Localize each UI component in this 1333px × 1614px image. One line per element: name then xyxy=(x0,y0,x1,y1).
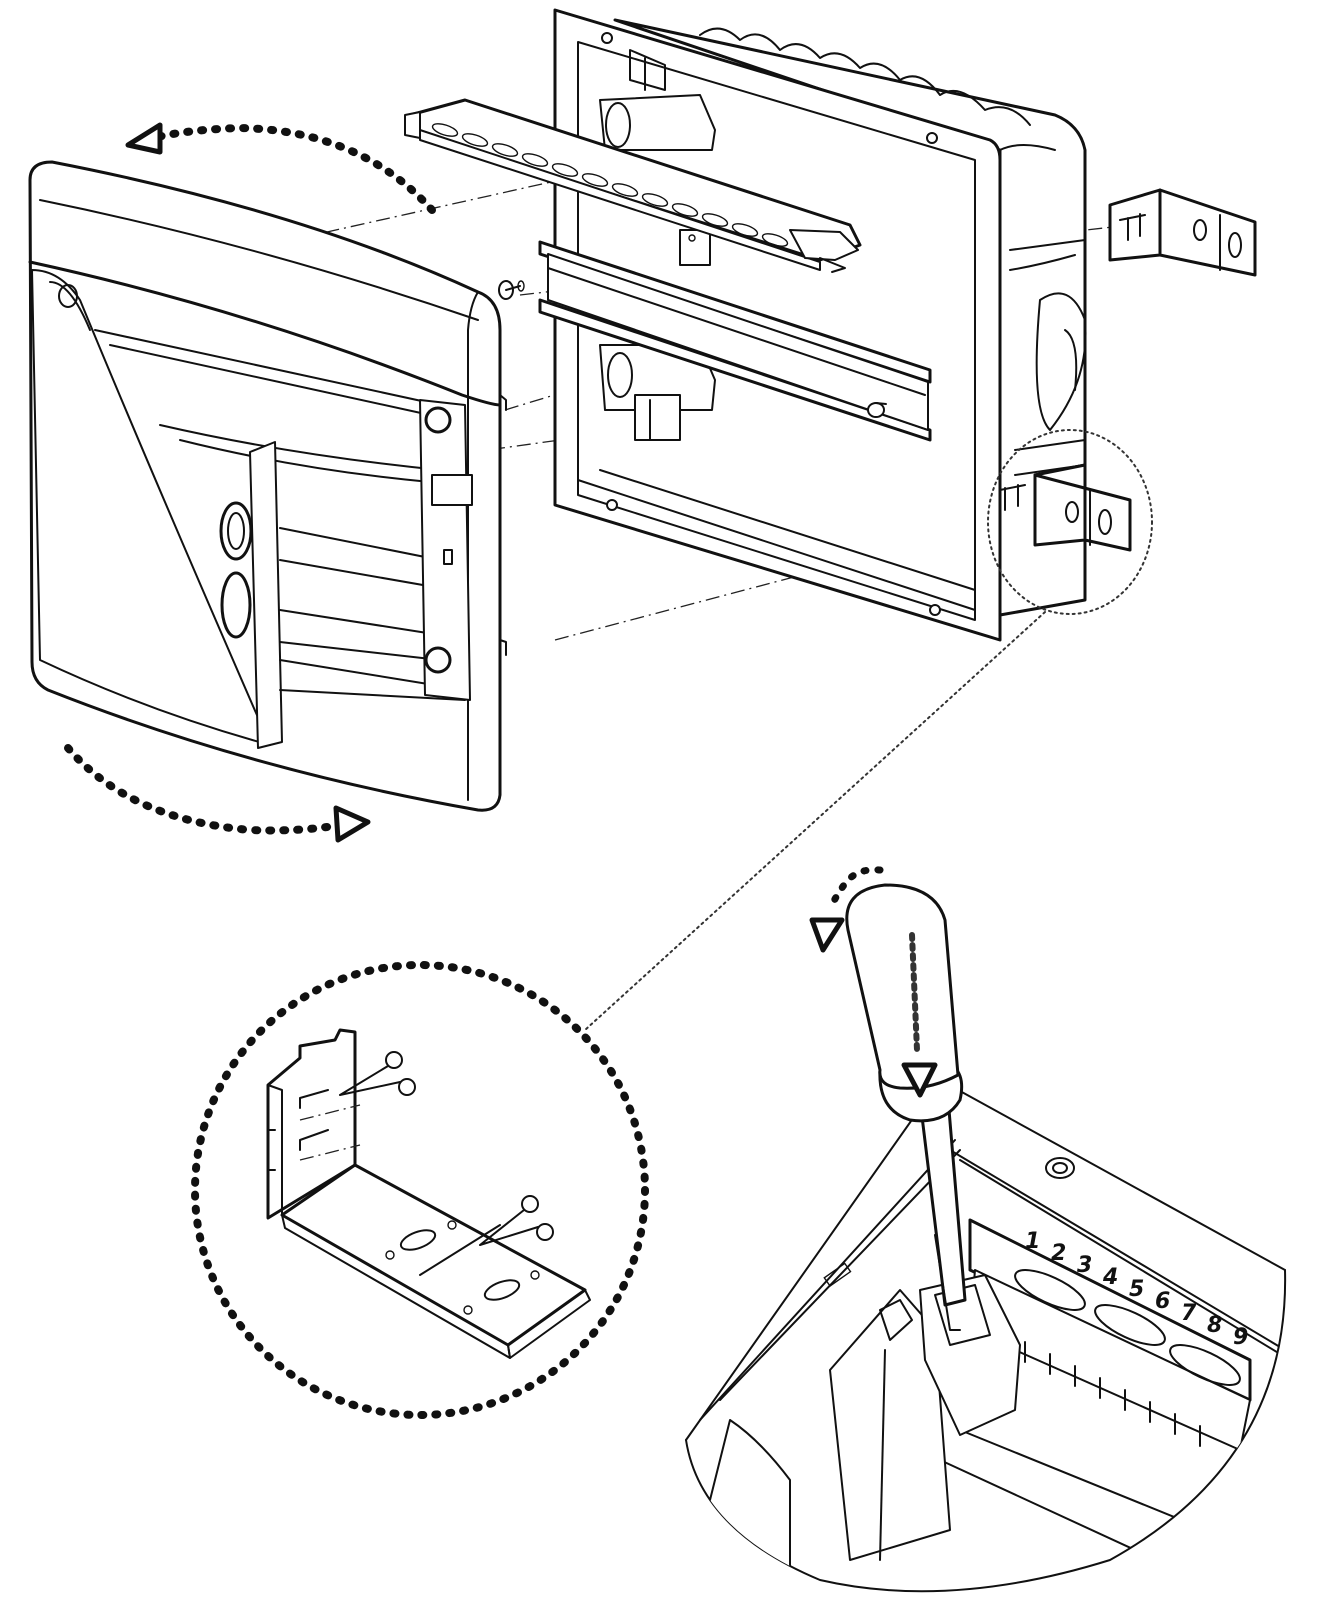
terminal-slot xyxy=(611,183,639,197)
terminal-number: 5 xyxy=(1129,1277,1144,1302)
scissors-icon xyxy=(339,1051,416,1096)
terminal-slot xyxy=(761,233,789,247)
terminal-slot xyxy=(731,223,759,237)
mounting-bracket-top xyxy=(1108,188,1257,277)
terminal-slot xyxy=(491,143,519,157)
terminal-slot xyxy=(1014,1269,1086,1311)
terminal-slot xyxy=(581,173,609,187)
bracket-cut-detail xyxy=(191,961,649,1419)
terminal-slot xyxy=(431,123,459,137)
terminal-slot xyxy=(671,203,699,217)
terminal-block xyxy=(404,98,862,273)
terminal-number: 7 xyxy=(1181,1301,1197,1326)
terminal-slot xyxy=(1169,1344,1241,1386)
terminal-number: 1 xyxy=(1025,1229,1040,1254)
terminal-slot xyxy=(551,163,579,177)
terminal-slot xyxy=(641,193,669,207)
din-rail xyxy=(538,240,932,442)
terminal-number: 9 xyxy=(1233,1325,1248,1350)
terminal-number: 6 xyxy=(1155,1289,1170,1314)
terminal-number: 2 xyxy=(1051,1241,1066,1266)
terminal-slot xyxy=(521,153,549,167)
front-cover-panel xyxy=(28,160,507,812)
terminal-number: 4 xyxy=(1102,1265,1118,1290)
terminal-slot xyxy=(1094,1304,1166,1346)
terminal-number: 8 xyxy=(1207,1313,1222,1338)
screw xyxy=(498,280,525,300)
terminal-number: 3 xyxy=(1077,1253,1092,1278)
mounting-bracket-bottom xyxy=(999,463,1132,552)
detail-callout xyxy=(584,429,1153,1031)
rotation-arrow-top xyxy=(125,122,436,214)
terminal-slot xyxy=(701,213,729,227)
rotation-arrow-bottom xyxy=(64,744,371,843)
scissors-icon xyxy=(479,1195,554,1246)
terminal-slot xyxy=(461,133,489,147)
